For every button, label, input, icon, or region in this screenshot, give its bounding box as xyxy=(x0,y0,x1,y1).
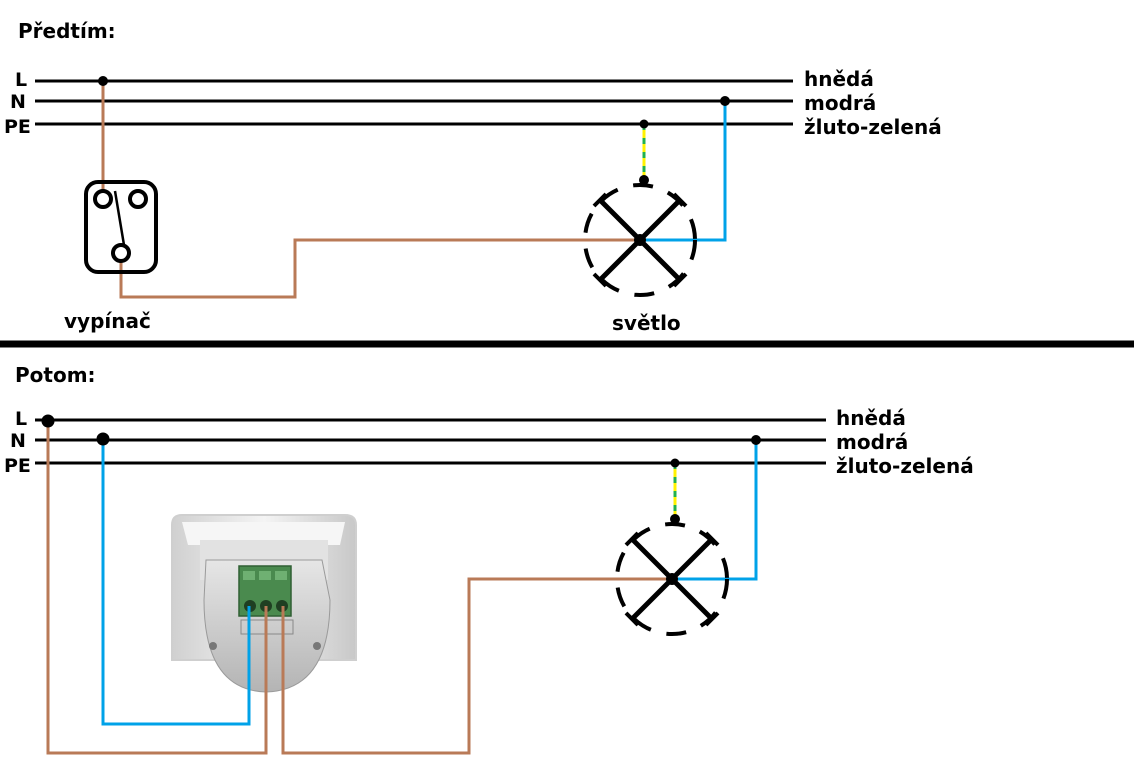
after-junction-N-light xyxy=(751,435,761,445)
after-color-PE: žluto-zelená xyxy=(836,454,974,478)
after-label-PE: PE xyxy=(4,455,31,477)
after-junction-L xyxy=(41,414,55,428)
before-junction-N xyxy=(720,96,730,106)
switch-label: vypínač xyxy=(64,309,151,333)
before-section: Předtím: L N PE hnědá modrá žluto-zelená xyxy=(4,19,942,335)
before-label-N: N xyxy=(10,91,26,113)
before-wire-switch-to-light xyxy=(119,238,640,299)
after-section: Potom: L N PE hnědá modrá žluto-zelená xyxy=(4,363,974,755)
before-junction-L xyxy=(98,76,108,86)
after-wire-sensor-to-light xyxy=(281,577,672,755)
after-color-L: hnědá xyxy=(836,406,906,430)
before-wire-N-to-light xyxy=(640,101,727,242)
after-title: Potom: xyxy=(15,363,96,387)
light-label: světlo xyxy=(612,311,681,335)
before-junction-PE xyxy=(639,119,649,129)
before-color-L: hnědá xyxy=(804,67,874,91)
before-color-N: modrá xyxy=(804,91,876,115)
after-junction-N xyxy=(96,432,110,446)
light-bulb-icon xyxy=(583,175,697,297)
before-title: Předtím: xyxy=(18,19,116,43)
before-label-L: L xyxy=(15,69,27,91)
light-bulb-icon xyxy=(615,514,729,636)
after-wire-L-to-sensor xyxy=(46,420,268,755)
before-label-PE: PE xyxy=(4,116,31,138)
switch-icon xyxy=(84,180,158,274)
after-junction-PE xyxy=(670,458,680,468)
motion-sensor-image xyxy=(171,514,357,693)
after-label-N: N xyxy=(10,430,26,452)
before-color-PE: žluto-zelená xyxy=(804,115,942,139)
after-wire-N-to-sensor xyxy=(101,440,251,726)
after-wire-N-to-light xyxy=(672,440,758,581)
after-color-N: modrá xyxy=(836,430,908,454)
after-label-L: L xyxy=(15,408,27,430)
